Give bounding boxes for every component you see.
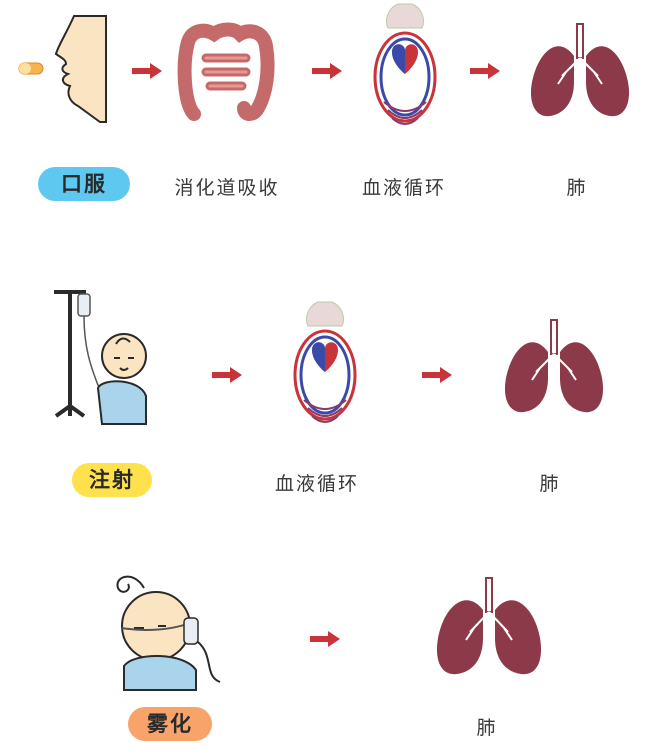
arrow-icon xyxy=(310,631,340,647)
pill-icon xyxy=(18,62,44,75)
method-badge-nebulization: 雾化 xyxy=(128,707,212,741)
arrow-icon xyxy=(470,63,500,79)
lungs-icon xyxy=(530,23,630,117)
iv-drip-baby-icon xyxy=(54,290,147,425)
blood-circulation-icon xyxy=(293,301,357,423)
arrow-icon xyxy=(212,367,242,383)
step-label: 肺 xyxy=(566,177,588,199)
arrow-icon xyxy=(132,63,162,79)
arrow-icon xyxy=(312,63,342,79)
step-label: 肺 xyxy=(476,717,498,739)
face-mouth-icon xyxy=(54,15,107,123)
intestine-icon xyxy=(177,22,275,121)
step-label: 消化道吸收 xyxy=(174,177,280,199)
lungs-icon xyxy=(504,319,604,413)
arrow-icon xyxy=(422,367,452,383)
lungs-icon xyxy=(436,577,542,675)
blood-circulation-icon xyxy=(373,3,437,125)
method-badge-injection: 注射 xyxy=(72,463,152,497)
method-badge-oral: 口服 xyxy=(38,167,130,201)
step-label: 肺 xyxy=(539,473,561,495)
step-label: 血液循环 xyxy=(274,473,360,495)
nebulizer-baby-icon xyxy=(116,575,221,691)
step-label: 血液循环 xyxy=(361,177,447,199)
